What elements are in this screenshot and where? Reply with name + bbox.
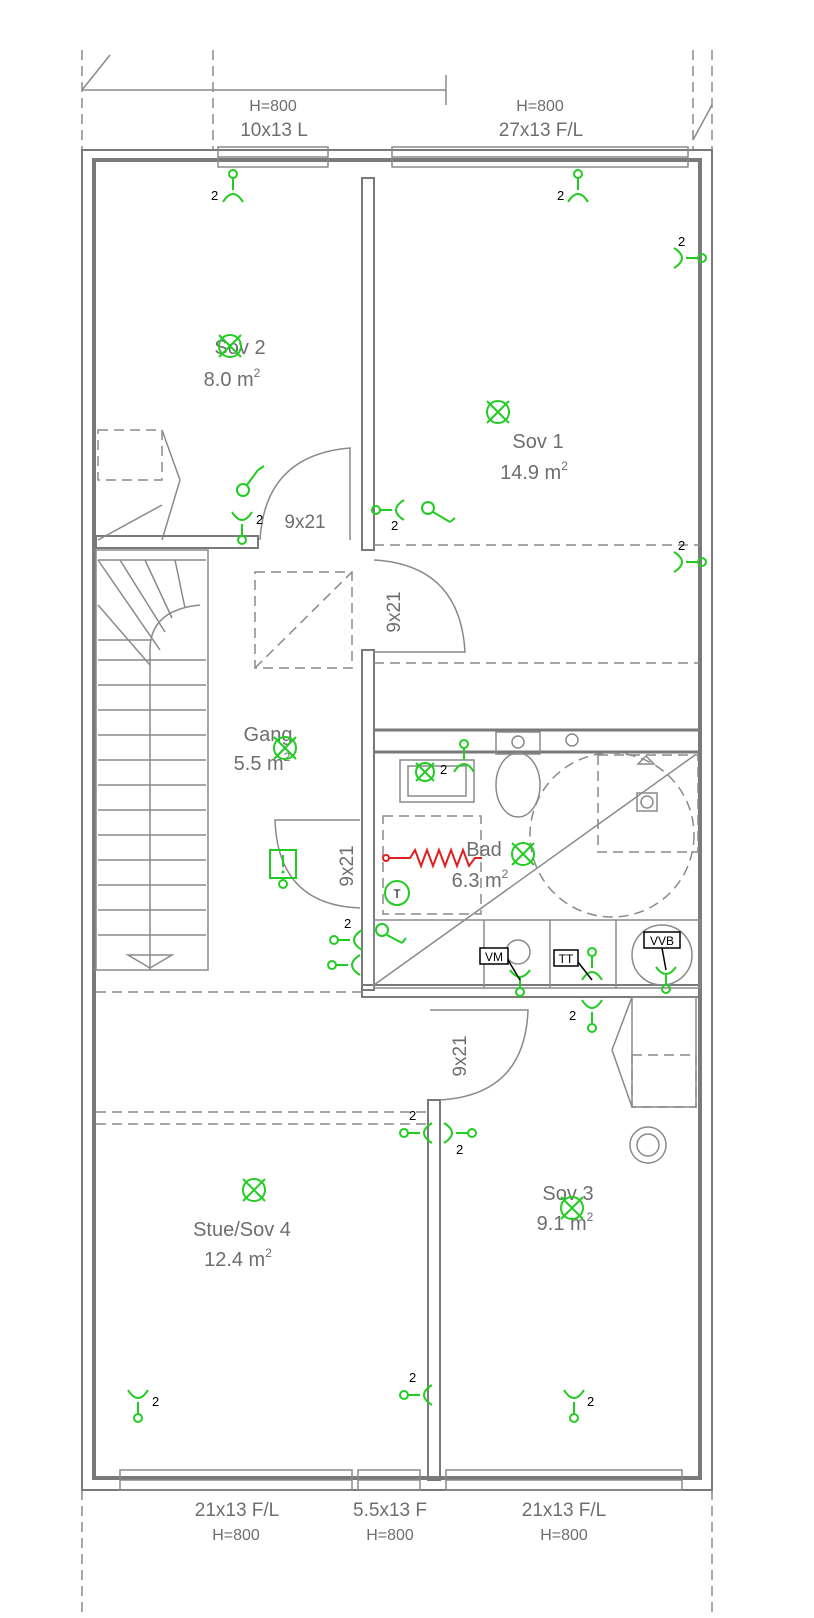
room-area-stue: 12.4 m2	[204, 1246, 272, 1271]
socket-icon	[673, 551, 707, 573]
socket-count-label: 2	[678, 538, 685, 553]
ceiling-light-icon	[511, 842, 535, 866]
socket-icon	[443, 1122, 477, 1144]
staircase	[95, 429, 209, 971]
socket-count-label: 2	[587, 1394, 594, 1409]
socket-icon	[127, 1389, 149, 1423]
ceiling-light-icon	[218, 334, 242, 358]
room-name-gang: Gang	[244, 724, 293, 746]
door-size-sov2: 9x21	[284, 512, 325, 533]
socket-icon	[563, 1389, 585, 1423]
socket-count-label: 2	[456, 1142, 463, 1157]
grid-lines	[81, 50, 713, 1618]
switches	[236, 465, 456, 944]
room-area-gang: 5.5 m2	[234, 750, 291, 775]
vm-label: VM	[485, 950, 503, 964]
light-switch-icon	[421, 501, 456, 523]
door-size-sov1: 9x21	[384, 591, 405, 632]
ceiling-light-icon	[486, 400, 510, 424]
room-name-sov3: Sov 3	[542, 1183, 593, 1205]
socket-icon	[453, 739, 475, 773]
window-height-top-right: H=800	[516, 98, 564, 115]
ceiling-light-icon	[273, 736, 297, 760]
interior-walls	[95, 177, 701, 1481]
socket-icon	[399, 1122, 433, 1144]
socket-icon	[655, 966, 677, 994]
room-area-sov2: 8.0 m2	[204, 366, 261, 391]
door-swings	[259, 447, 529, 1101]
sov3-fixtures	[611, 996, 697, 1164]
window-size-top-right: 27x13 F/L	[499, 120, 584, 141]
svg-text:T: T	[393, 887, 401, 901]
socket-icon	[222, 169, 244, 203]
socket-count-label: 2	[256, 512, 263, 527]
tt-box	[553, 949, 579, 967]
exterior-walls	[81, 146, 713, 1491]
window-labels: H=800 10x13 L H=800 27x13 F/L 21x13 F/L …	[195, 98, 607, 1544]
door-labels: 9x21 9x21 9x21 9x21	[284, 512, 471, 1077]
socket-icon	[567, 169, 589, 203]
socket-icon	[371, 499, 405, 521]
attic-hatch	[254, 571, 353, 669]
window-size-bottom-left: 21x13 F/L	[195, 1500, 280, 1521]
floor-heating	[382, 847, 482, 869]
room-area-sov1: 14.9 m2	[500, 459, 568, 484]
socket-count-label: 2	[678, 234, 685, 249]
light-switch-icon	[375, 923, 407, 944]
room-area-bad: 6.3 m2	[452, 867, 509, 892]
window-height-bottom-right: H=800	[540, 1527, 588, 1544]
sockets: 2 2 2 2 2 2 2 2 2 2 2 2 2 2	[127, 169, 707, 1423]
vm-box	[479, 947, 509, 965]
window-height-bottom-left: H=800	[212, 1527, 260, 1544]
socket-count-label: 2	[152, 1394, 159, 1409]
socket-icon	[329, 929, 363, 951]
socket-count-label: 2	[569, 1008, 576, 1023]
socket-count-label: 2	[409, 1108, 416, 1123]
room-labels: Sov 2 8.0 m2 Sov 1 14.9 m2 Gang 5.5 m2 B…	[193, 337, 594, 1271]
window-size-bottom-mid: 5.5x13 F	[353, 1500, 427, 1521]
socket-icon	[581, 999, 603, 1033]
room-name-stue: Stue/Sov 4	[193, 1219, 291, 1241]
socket-icon	[399, 1384, 433, 1406]
ceiling-light-icon	[242, 1178, 266, 1202]
window-height-top-left: H=800	[249, 98, 297, 115]
socket-icon	[673, 247, 707, 269]
equipment-labels: VM TT VVB	[479, 931, 681, 981]
socket-count-label: 2	[344, 916, 351, 931]
vvb-label: VVB	[650, 934, 674, 948]
socket-icon	[231, 511, 253, 545]
window-height-bottom-mid: H=800	[366, 1527, 414, 1544]
socket-count-label: 2	[557, 188, 564, 203]
ceiling-light-icon	[560, 1196, 584, 1220]
light-switch-icon	[236, 465, 265, 497]
socket-icon	[509, 969, 531, 997]
door-size-bad: 9x21	[337, 845, 358, 886]
bathroom-fixtures	[373, 731, 701, 989]
fuse-panel-icon	[269, 849, 297, 889]
socket-icon	[581, 947, 603, 981]
ceiling-lights	[218, 334, 584, 1220]
socket-icon	[327, 954, 361, 976]
ceiling-light-icon	[415, 762, 435, 782]
tt-label: TT	[559, 952, 574, 966]
door-size-sov3: 9x21	[450, 1035, 471, 1076]
socket-count-label: 2	[409, 1370, 416, 1385]
socket-count-label: 2	[440, 762, 447, 777]
room-name-sov1: Sov 1	[512, 431, 563, 453]
socket-count-label: 2	[211, 188, 218, 203]
thermostat-icon: T	[384, 880, 410, 906]
window-size-bottom-right: 21x13 F/L	[522, 1500, 607, 1521]
room-name-bad: Bad	[466, 839, 502, 861]
socket-count-label: 2	[391, 518, 398, 533]
window-size-top-left: 10x13 L	[240, 120, 308, 141]
